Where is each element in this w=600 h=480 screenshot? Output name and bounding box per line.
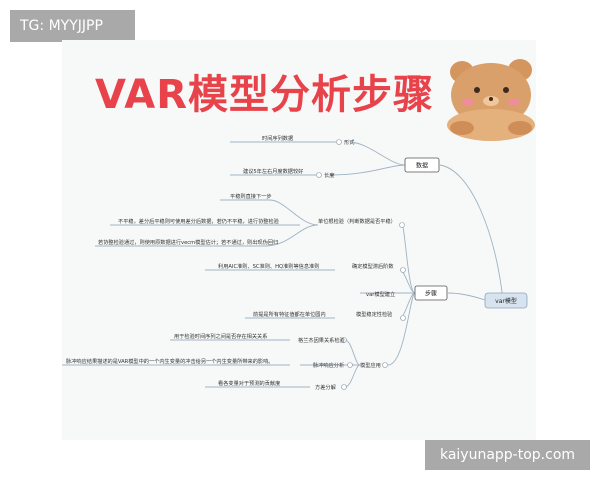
node-box-root <box>484 292 528 309</box>
node-variance: 方差分解 <box>315 383 336 391</box>
watermark-tag-bottom: kaiyunapp-top.com <box>425 440 590 470</box>
node-impulse: 脉冲响应分析 <box>313 361 344 369</box>
node-stability: 模型稳定性检验 <box>356 310 393 318</box>
node-box-data <box>404 157 440 173</box>
node-length: 长度 <box>324 171 334 179</box>
watermark-tag-top: TG: MYYJJPP <box>10 10 135 42</box>
leaf-impulse: 脉冲响应结果描述的是VAR模型中的一个内生变量的冲击给另一个内生变量所带来的影响… <box>66 357 274 365</box>
leaf-lag-order: 利用AIC准则、SC准则、HQ准则等信息准则 <box>218 262 319 270</box>
node-box-steps <box>414 285 448 301</box>
node-unit-root: 单位根检验（判断数据是否平稳） <box>318 217 396 225</box>
node-var-build: var模型建立 <box>366 290 395 298</box>
node-granger: 格兰杰因果关系检验 <box>298 336 346 344</box>
collapse-toggles <box>316 139 406 390</box>
leaf-unit-root-3: 若协整检验通过，则使用原数据进行vecm模型估计；若不通过，则出现伪回归 <box>98 238 278 246</box>
leaf-form: 时间序列数据 <box>262 134 293 142</box>
leaf-variance: 看各变量对于预测的贡献度 <box>218 379 280 387</box>
node-application: 模型应用 <box>360 361 381 369</box>
leaf-length: 建议5年左右月度数据较好 <box>243 167 303 175</box>
node-lag-order: 确定模型滞后阶数 <box>352 262 394 270</box>
root-label: var模型 <box>495 297 517 305</box>
node-form: 形式 <box>344 138 355 146</box>
leaf-unit-root-1: 平稳则直接下一步 <box>230 192 272 200</box>
branch-data-label: 数据 <box>416 162 428 170</box>
bear-sticker-icon <box>447 59 535 141</box>
leaf-stability: 前提是所有特征值都在单位圆内 <box>253 310 326 318</box>
page-title: VAR模型分析步骤 <box>95 72 434 118</box>
branch-steps-label: 步骤 <box>425 290 437 298</box>
leaf-unit-root-2: 不平稳，差分后平稳则可使用差分后数据，若仍不平稳，进行协整检验 <box>118 217 280 225</box>
leaf-granger: 用于检验时间序列之间是否存在相关关系 <box>174 332 267 340</box>
